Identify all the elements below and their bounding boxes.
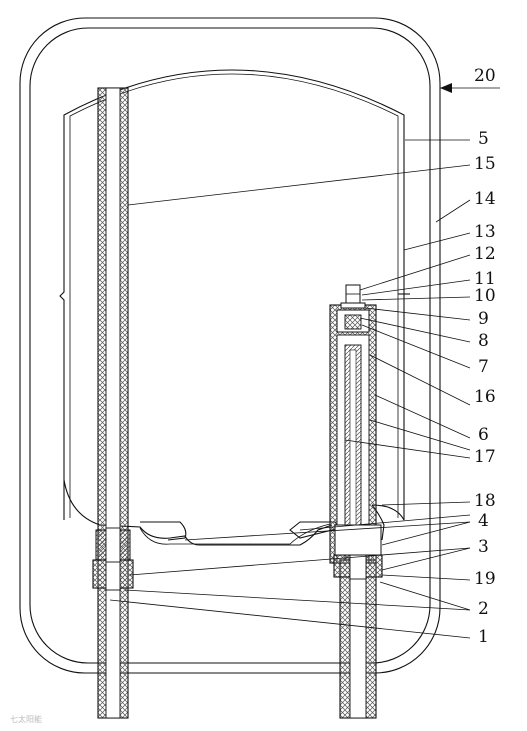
label-1: 1 xyxy=(478,627,489,647)
label-7: 7 xyxy=(478,357,489,377)
label-15: 15 xyxy=(474,154,496,174)
label-6: 6 xyxy=(478,425,489,445)
label-2: 2 xyxy=(478,599,489,619)
outer-casing xyxy=(19,17,441,674)
top-bolt xyxy=(345,284,361,306)
outer-casing-inner-wall xyxy=(29,27,431,664)
label-20: 20 xyxy=(474,66,496,86)
right-threaded-boss xyxy=(334,524,382,556)
label-14: 14 xyxy=(474,189,496,209)
label-17: 17 xyxy=(474,447,496,467)
right-pipe-bore xyxy=(349,559,367,719)
label-8: 8 xyxy=(478,331,489,351)
label-9: 9 xyxy=(478,309,489,329)
left-pipe-bore xyxy=(105,87,121,719)
label-16: 16 xyxy=(474,387,496,407)
label-10: 10 xyxy=(474,286,496,306)
label-4: 4 xyxy=(478,511,489,531)
leader-lines xyxy=(109,87,500,639)
top-bolt-head xyxy=(340,302,366,309)
label-5: 5 xyxy=(478,129,489,149)
cap-insert xyxy=(344,314,362,330)
watermark: 七太阳能 xyxy=(10,714,42,724)
flange-left xyxy=(140,521,187,541)
left-fitting-bore xyxy=(105,557,121,591)
inner-liner-bottom xyxy=(139,523,331,545)
label-12: 12 xyxy=(474,244,496,264)
label-3: 3 xyxy=(478,537,489,557)
inner-tank xyxy=(59,69,405,521)
label-11: 11 xyxy=(474,269,496,289)
tank-bottom xyxy=(63,479,333,546)
label-13: 13 xyxy=(474,222,496,242)
left-threaded-boss-bore xyxy=(105,527,121,563)
label-19: 19 xyxy=(474,569,496,589)
label-18: 18 xyxy=(474,491,496,511)
arrow-head-20 xyxy=(440,83,452,93)
